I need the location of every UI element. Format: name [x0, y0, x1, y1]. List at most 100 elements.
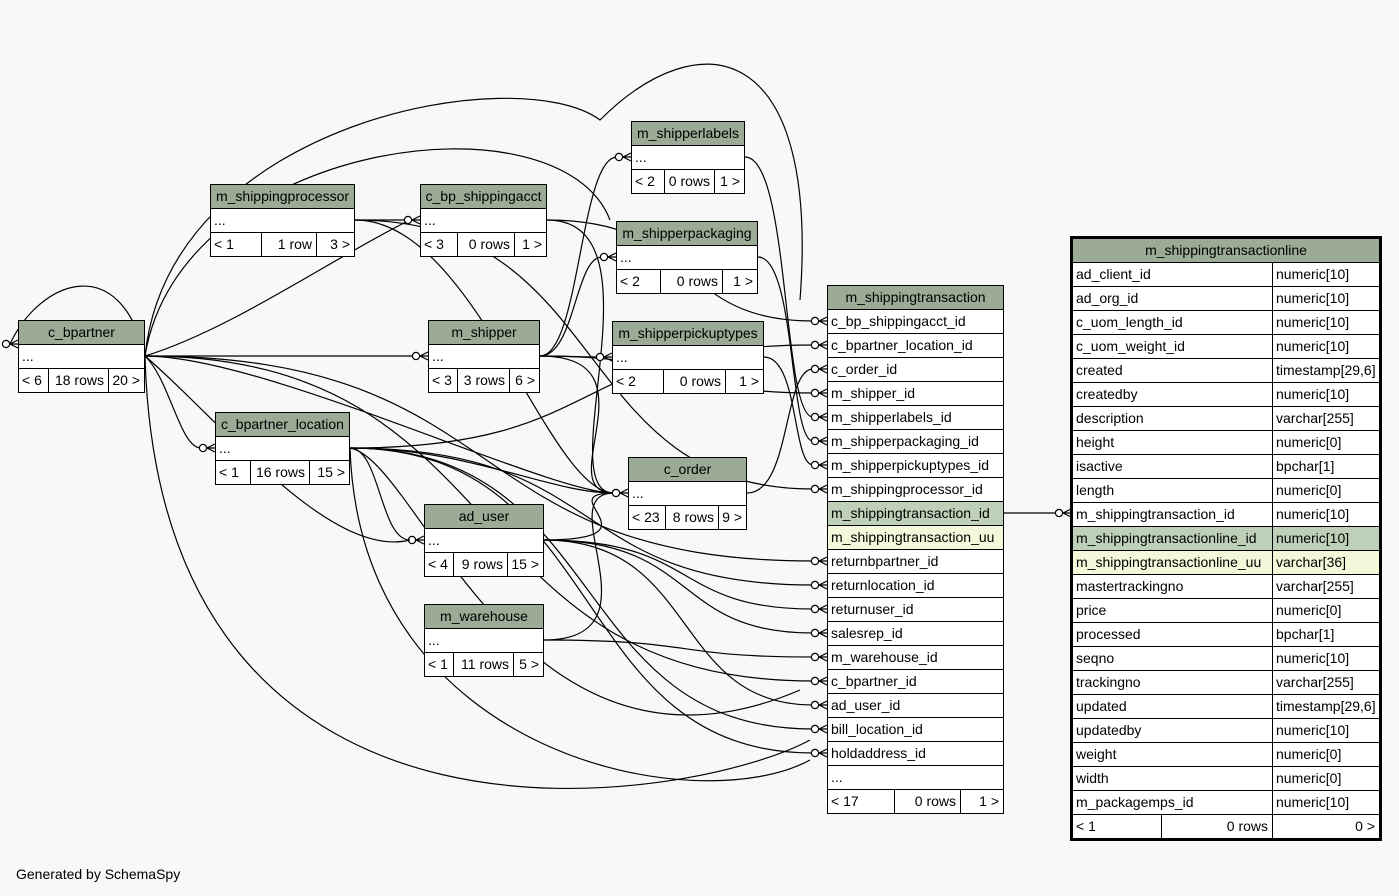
parents-count: < 3: [432, 372, 452, 388]
column-type: numeric[10]: [1272, 335, 1379, 358]
column-type: varchar[255]: [1272, 407, 1379, 430]
column-name: trackingno: [1076, 674, 1141, 690]
table-title: m_shipperlabels: [632, 122, 744, 146]
crows-foot-icon: [1, 339, 19, 349]
table-body: ...: [632, 146, 744, 170]
primary-key-row: m_shippingtransaction_id: [828, 502, 1003, 526]
children-count: 5 >: [513, 653, 543, 676]
children-count: 1 >: [722, 270, 757, 293]
table-title: m_warehouse: [425, 605, 543, 629]
table-m-shippingtransaction[interactable]: m_shippingtransaction c_bp_shippingacct_…: [827, 285, 1004, 814]
parents-count: < 6: [22, 372, 42, 388]
table-m-shippingprocessor[interactable]: m_shippingprocessor ... < 1 1 row 3 >: [210, 184, 355, 257]
table-footer: < 17 0 rows 1 >: [828, 790, 1003, 813]
table-c-bpartner[interactable]: c_bpartner ... < 6 18 rows 20 >: [18, 320, 145, 393]
column-row: price numeric[0]: [1073, 599, 1379, 623]
relationship-line: [349, 447, 615, 494]
table-body: ...: [421, 209, 546, 233]
column-name: price: [1076, 602, 1107, 618]
row-count: 0 rows: [894, 790, 960, 813]
column-row: c_bp_shippingacct_id: [828, 310, 1003, 334]
relationship-line: [543, 492, 615, 641]
column-name: updatedby: [1076, 722, 1142, 738]
column-name: createdby: [1076, 386, 1138, 402]
table-ad-user[interactable]: ad_user ... < 4 9 rows 15 >: [424, 504, 544, 577]
column-name: m_shippingtransaction_id: [1076, 506, 1235, 522]
column-name: isactive: [1076, 458, 1123, 474]
column-type: numeric[10]: [1272, 263, 1379, 286]
column-name: ad_client_id: [1076, 266, 1151, 282]
table-title: ad_user: [425, 505, 543, 529]
crows-foot-icon: [810, 724, 828, 734]
column-row: m_warehouse_id: [828, 646, 1003, 670]
column-row: salesrep_id: [828, 622, 1003, 646]
column-name: description: [1076, 410, 1144, 426]
relationship-line: [349, 447, 811, 782]
relationship-line: [144, 355, 202, 449]
relationship-line: [144, 355, 811, 789]
table-m-shipperlabels[interactable]: m_shipperlabels ... < 2 0 rows 1 >: [631, 121, 745, 194]
relationship-line: [539, 256, 603, 357]
column-row: m_shipperpackaging_id: [828, 430, 1003, 454]
crows-foot-icon: [411, 351, 429, 361]
crows-foot-icon: [595, 352, 613, 362]
column-type: numeric[10]: [1272, 383, 1379, 406]
relationship-line: [349, 447, 814, 586]
column-name: weight: [1076, 746, 1117, 762]
children-count: 9 >: [718, 506, 746, 529]
column-row: seqno numeric[10]: [1073, 647, 1379, 671]
children-count: 1 >: [514, 233, 546, 256]
crows-foot-icon: [1054, 508, 1072, 518]
column-type: numeric[0]: [1272, 599, 1379, 622]
table-title: c_bpartner: [19, 321, 144, 345]
column-type: numeric[0]: [1272, 743, 1379, 766]
crows-foot-icon: [810, 436, 828, 446]
relationship-line: [539, 355, 599, 358]
table-title: m_shippingtransaction: [828, 286, 1003, 310]
column-row: description varchar[255]: [1073, 407, 1379, 431]
column-row: returnuser_id: [828, 598, 1003, 622]
crows-foot-icon: [810, 676, 828, 686]
table-c-bp-shippingacct[interactable]: c_bp_shippingacct ... < 3 0 rows 1 >: [420, 184, 547, 257]
column-row: createdby numeric[10]: [1073, 383, 1379, 407]
crows-foot-icon: [810, 340, 828, 350]
column-type: numeric[0]: [1272, 479, 1379, 502]
column-type: numeric[10]: [1272, 647, 1379, 670]
table-footer: < 1 16 rows 15 >: [216, 461, 349, 484]
table-footer: < 1 0 rows 0 >: [1073, 815, 1379, 838]
table-body: ...: [425, 529, 543, 553]
column-name: m_shippingtransactionline_uu: [1076, 554, 1262, 570]
relationship-line: [763, 356, 814, 466]
table-c-bpartner-location[interactable]: c_bpartner_location ... < 1 16 rows 15 >: [215, 412, 350, 485]
table-m-shipper[interactable]: m_shipper ... < 3 3 rows 6 >: [428, 320, 540, 393]
parents-count: < 23: [632, 509, 660, 525]
crows-foot-icon: [810, 460, 828, 470]
column-type: numeric[10]: [1272, 311, 1379, 334]
table-footer: < 1 11 rows 5 >: [425, 653, 543, 676]
table-footer: < 2 0 rows 1 >: [613, 370, 763, 393]
column-row: weight numeric[0]: [1073, 743, 1379, 767]
table-m-shipperpackaging[interactable]: m_shipperpackaging ... < 2 0 rows 1 >: [616, 221, 758, 294]
parents-count: < 3: [424, 236, 444, 252]
table-m-shipperpickuptypes[interactable]: m_shipperpickuptypes ... < 2 0 rows 1 >: [612, 321, 764, 394]
column-row: c_bpartner_location_id: [828, 334, 1003, 358]
table-c-order[interactable]: c_order ... < 23 8 rows 9 >: [628, 457, 747, 530]
table-body: ...: [211, 209, 354, 233]
parents-count: < 1: [219, 464, 239, 480]
column-name: seqno: [1076, 650, 1115, 666]
table-title: m_shipperpickuptypes: [613, 322, 763, 346]
table-footer: < 23 8 rows 9 >: [629, 506, 746, 529]
row-count: 11 rows: [453, 653, 513, 676]
table-m-warehouse[interactable]: m_warehouse ... < 1 11 rows 5 >: [424, 604, 544, 677]
column-type: varchar[36]: [1272, 551, 1379, 574]
column-name: height: [1076, 434, 1115, 450]
